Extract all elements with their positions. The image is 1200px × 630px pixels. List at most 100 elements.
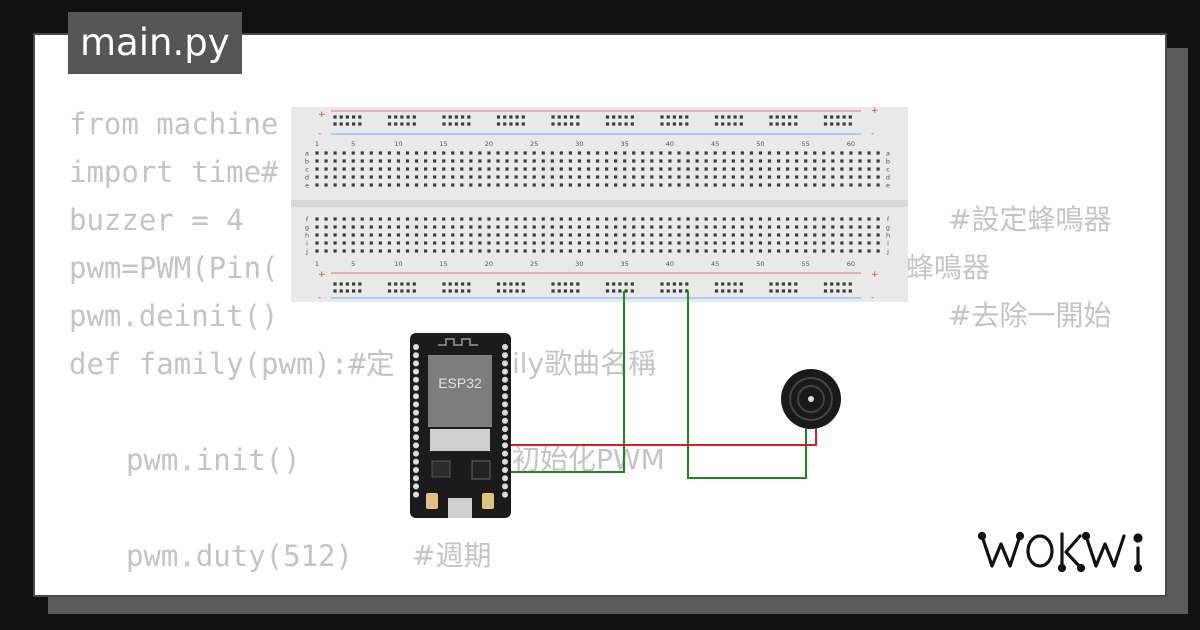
breadboard-hole: [823, 282, 828, 286]
breadboard-hole: [532, 241, 536, 245]
breadboard-hole: [400, 115, 404, 119]
breadboard-hole: [541, 159, 545, 163]
breadboard-hole: [394, 122, 398, 126]
breadboard-hole: [487, 183, 491, 187]
breadboard-hole: [333, 167, 337, 171]
breadboard-hole: [550, 217, 554, 221]
breadboard-hole: [876, 249, 880, 253]
esp32-pin-right[interactable]: [502, 467, 508, 473]
breadboard-hole: [822, 175, 826, 179]
breadboard-hole: [360, 175, 364, 179]
esp32-pin-left[interactable]: [413, 376, 419, 383]
breadboard-hole: [786, 175, 790, 179]
breadboard-hole: [695, 249, 699, 253]
breadboard-hole: [822, 233, 826, 237]
breadboard-hole: [740, 159, 744, 163]
esp32-pin-right[interactable]: [502, 344, 508, 350]
breadboard-hole: [813, 159, 817, 163]
breadboard-hole: [776, 167, 781, 171]
breadboard-hole: [722, 151, 726, 155]
breadboard-hole: [659, 217, 663, 221]
breadboard-hole: [795, 183, 799, 187]
esp32-pin-left[interactable]: [413, 368, 419, 375]
wire-ground-1[interactable]: [505, 291, 625, 473]
esp32-pin-left[interactable]: [413, 442, 419, 449]
breadboard-hole: [713, 167, 717, 171]
esp32-pin-right[interactable]: [502, 442, 508, 449]
esp32-pin-right[interactable]: [502, 458, 508, 465]
esp32-pin-right[interactable]: [502, 417, 508, 424]
esp32-pin-left[interactable]: [413, 393, 419, 400]
esp32-pin-left[interactable]: [413, 360, 419, 367]
wire-ground-2[interactable]: [687, 291, 807, 479]
esp32-pin-left[interactable]: [413, 450, 419, 457]
esp32-pin-left[interactable]: [413, 434, 419, 441]
buzzer[interactable]: [780, 368, 844, 448]
breadboard-hole: [550, 225, 554, 229]
breadboard-hole: [749, 175, 753, 179]
esp32-pin-left[interactable]: [413, 401, 419, 408]
breadboard-hole: [840, 233, 844, 237]
breadboard-hole: [813, 225, 817, 229]
breadboard-hole: [758, 183, 763, 187]
esp32-pin-right[interactable]: [502, 409, 508, 416]
file-tab[interactable]: main.py: [68, 12, 242, 74]
esp32-pin-right[interactable]: [502, 360, 508, 367]
breadboard-hole: [704, 225, 708, 229]
esp32-pin-left[interactable]: [413, 475, 419, 482]
breadboard-hole: [858, 151, 862, 155]
breadboard-hole: [786, 241, 790, 245]
breadboard-hole: [568, 167, 572, 171]
esp32-pin-right[interactable]: [502, 426, 508, 432]
esp32-pin-right[interactable]: [502, 434, 508, 441]
column-number-top: 10: [394, 140, 402, 148]
esp32-pin-left[interactable]: [413, 344, 419, 350]
breadboard-hole: [559, 241, 563, 245]
esp32-pin-right[interactable]: [502, 352, 508, 359]
breadboard-hole: [487, 175, 491, 179]
breadboard-hole: [378, 175, 382, 179]
esp32-pin-right[interactable]: [502, 475, 508, 482]
breadboard-hole: [559, 151, 563, 155]
esp32-pin-right[interactable]: [502, 368, 508, 375]
esp32-pin-left[interactable]: [413, 483, 419, 490]
breadboard-hole: [412, 289, 416, 293]
code-comment-8: #週期: [412, 539, 492, 572]
esp32-pin-right[interactable]: [502, 385, 508, 391]
breadboard-hole: [396, 225, 401, 229]
esp32-pin-right[interactable]: [502, 450, 508, 457]
wire-signal[interactable]: [505, 432, 817, 446]
breadboard-hole: [315, 151, 319, 155]
breadboard-hole: [369, 217, 373, 221]
breadboard-hole: [568, 151, 572, 155]
breadboard-hole: [342, 175, 346, 179]
breadboard-hole: [659, 167, 663, 171]
esp32-pin-left[interactable]: [413, 385, 419, 391]
esp32-pin-left[interactable]: [413, 409, 419, 416]
esp32-pin-right[interactable]: [502, 483, 508, 490]
esp32-pin-right[interactable]: [502, 376, 508, 383]
breadboard-hole: [666, 289, 670, 293]
breadboard-hole: [568, 217, 572, 221]
esp32-pin-left[interactable]: [413, 467, 419, 473]
esp32-pin-left[interactable]: [413, 458, 419, 465]
esp32-pin-left[interactable]: [413, 352, 419, 359]
breadboard-hole: [559, 159, 563, 163]
breadboard-hole: [650, 233, 654, 237]
breadboard-hole: [469, 167, 473, 171]
esp32-pin-right[interactable]: [502, 401, 508, 408]
breadboard-hole: [532, 167, 536, 171]
esp32-pin-right[interactable]: [502, 491, 508, 498]
esp32-pin-left[interactable]: [413, 491, 419, 498]
esp32-board[interactable]: ESP32: [410, 333, 511, 518]
esp32-pin-left[interactable]: [413, 426, 419, 432]
breadboard-hole: [378, 249, 382, 253]
esp32-pin-right[interactable]: [502, 393, 508, 400]
breadboard-hole: [804, 233, 808, 237]
breadboard-hole: [822, 225, 826, 229]
breadboard-hole: [532, 183, 536, 187]
esp32-pin-left[interactable]: [413, 417, 419, 424]
breadboard-hole: [695, 151, 699, 155]
wokwi-logo[interactable]: [978, 526, 1150, 574]
